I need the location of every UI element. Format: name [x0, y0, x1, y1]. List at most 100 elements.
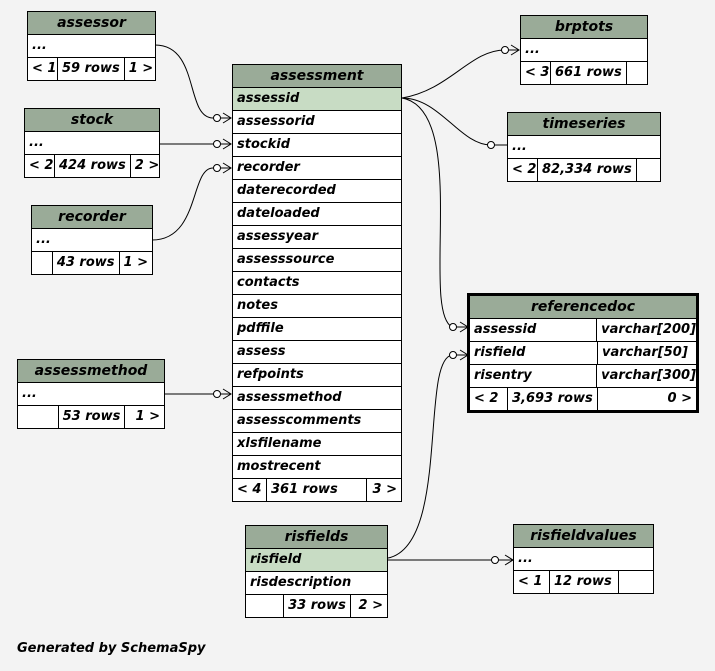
table-row: ...: [18, 383, 164, 406]
column-assesssource: assesssource: [233, 249, 401, 272]
relation-assessid-brptots: [401, 49, 519, 99]
table-row: ...: [28, 35, 155, 58]
column-assessmethod: assessmethod: [233, 387, 401, 410]
column-type: varchar[50]: [602, 345, 688, 360]
row-count: 43 rows: [53, 252, 120, 274]
column-risentry: risentry varchar[300]: [470, 365, 696, 388]
column-assesscomments: assesscomments: [233, 410, 401, 433]
children-count: 3 >: [372, 482, 397, 497]
table-row: ...: [514, 548, 653, 571]
relation-risfield-referencedoc: [387, 354, 468, 559]
table-footer: < 2 424 rows 2 >: [25, 155, 159, 177]
column-name: risentry: [470, 365, 598, 387]
relation-recorder-recorder: [151, 167, 231, 241]
row-count: 3,693 rows: [508, 388, 598, 410]
column-xlsfilename: xlsfilename: [233, 433, 401, 456]
table-footer: < 1 59 rows 1 >: [28, 58, 155, 80]
column-type: varchar[200]: [601, 322, 696, 337]
row-count: 661 rows: [551, 62, 627, 84]
table-assessor[interactable]: assessor ... < 1 59 rows 1 >: [27, 11, 156, 81]
column-stockid: stockid: [233, 134, 401, 157]
children-count: 2 >: [134, 158, 160, 173]
column-mostrecent: mostrecent: [233, 456, 401, 479]
column-risfield: risfield varchar[50]: [470, 342, 696, 365]
table-recorder[interactable]: recorder ... 43 rows 1 >: [31, 205, 153, 275]
column-recorder: recorder: [233, 157, 401, 180]
table-risfields[interactable]: risfields risfield risdescription 33 row…: [245, 525, 388, 618]
row-count: 59 rows: [58, 58, 125, 80]
row-count: 33 rows: [284, 595, 351, 617]
parents-count: < 2: [25, 155, 55, 177]
table-footer: < 1 12 rows: [514, 571, 653, 593]
children-count: 1 >: [135, 409, 160, 424]
row-count: 12 rows: [550, 571, 619, 593]
children-count: 1 >: [128, 61, 154, 76]
credit-text: Generated by SchemaSpy: [17, 641, 206, 656]
column-assessorid: assessorid: [233, 111, 401, 134]
table-footer: 53 rows 1 >: [18, 406, 164, 428]
parents-count: [18, 406, 59, 428]
row-count: 53 rows: [59, 406, 126, 428]
parents-count: < 4: [233, 479, 267, 501]
relation-assessid-referencedoc: [401, 97, 468, 328]
table-row: ...: [32, 229, 152, 252]
children-count: 1 >: [123, 255, 148, 270]
relation-assessor-assessorid: [154, 44, 231, 119]
relation-assessid-timeseries: [401, 97, 507, 146]
column-notes: notes: [233, 295, 401, 318]
table-title: timeseries: [508, 113, 660, 136]
table-row: ...: [25, 132, 159, 155]
column-risfield: risfield: [246, 549, 387, 572]
table-title: assessment: [233, 65, 401, 88]
table-title: assessmethod: [18, 360, 164, 383]
table-stock[interactable]: stock ... < 2 424 rows 2 >: [24, 108, 160, 178]
table-title: referencedoc: [470, 296, 696, 319]
table-footer: < 4 361 rows 3 >: [233, 479, 401, 501]
children-count: 2 >: [358, 598, 383, 613]
table-footer: < 2 3,693 rows 0 >: [470, 388, 696, 410]
parents-count: < 3: [521, 62, 551, 84]
table-assessment[interactable]: assessment assessid assessorid stockid r…: [232, 64, 402, 502]
column-assessid: assessid: [233, 88, 401, 111]
children-count: [627, 62, 647, 84]
parents-count: < 1: [28, 58, 58, 80]
parents-count: < 1: [514, 571, 550, 593]
children-count: 0 >: [667, 391, 692, 406]
table-timeseries[interactable]: timeseries ... < 2 82,334 rows: [507, 112, 661, 182]
children-count: [637, 159, 660, 181]
table-footer: < 2 82,334 rows: [508, 159, 660, 181]
parents-count: [246, 595, 285, 617]
column-name: assessid: [470, 319, 598, 341]
table-assessmethod[interactable]: assessmethod ... 53 rows 1 >: [17, 359, 165, 429]
table-footer: 33 rows 2 >: [246, 595, 387, 617]
parents-count: < 2: [508, 159, 538, 181]
parents-count: [32, 252, 53, 274]
column-daterecorded: daterecorded: [233, 180, 401, 203]
column-contacts: contacts: [233, 272, 401, 295]
column-name: risfield: [470, 342, 598, 364]
table-row: ...: [521, 39, 647, 62]
column-dateloaded: dateloaded: [233, 203, 401, 226]
table-row: ...: [508, 136, 660, 159]
table-footer: 43 rows 1 >: [32, 252, 152, 274]
row-count: 424 rows: [55, 155, 131, 177]
table-footer: < 3 661 rows: [521, 62, 647, 84]
table-title: recorder: [32, 206, 152, 229]
column-assessyear: assessyear: [233, 226, 401, 249]
column-risdescription: risdescription: [246, 572, 387, 595]
table-risfieldvalues[interactable]: risfieldvalues ... < 1 12 rows: [513, 524, 654, 594]
children-count: [619, 571, 653, 593]
table-title: risfieldvalues: [514, 525, 653, 548]
row-count: 361 rows: [267, 479, 367, 501]
column-assess: assess: [233, 341, 401, 364]
table-referencedoc[interactable]: referencedoc assessid varchar[200] risfi…: [467, 293, 699, 413]
table-title: risfields: [246, 526, 387, 549]
table-title: brptots: [521, 16, 647, 39]
parents-count: < 2: [470, 388, 508, 410]
column-pdffile: pdffile: [233, 318, 401, 341]
table-title: stock: [25, 109, 159, 132]
table-title: assessor: [28, 12, 155, 35]
column-refpoints: refpoints: [233, 364, 401, 387]
table-brptots[interactable]: brptots ... < 3 661 rows: [520, 15, 648, 85]
